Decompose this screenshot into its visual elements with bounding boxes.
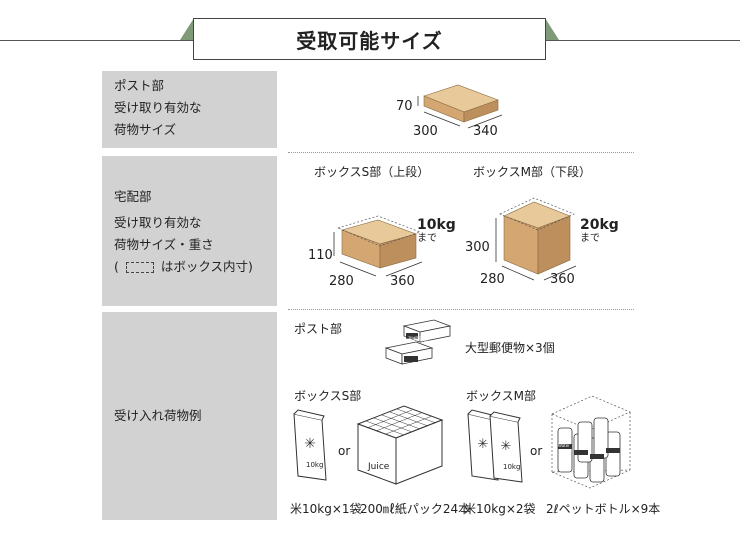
pet-bottles-icon <box>551 395 631 489</box>
dim-depth: 340 <box>473 124 498 139</box>
label-line: 受け取り有効な <box>114 99 202 115</box>
caption: 2ℓペットボトル×9本 <box>546 502 661 516</box>
label-examples: 受け入れ荷物例 <box>102 312 277 520</box>
title-ornament-left <box>180 18 194 40</box>
label-line: ポスト部 <box>114 78 165 93</box>
juice-label: Juice <box>368 462 390 472</box>
note-text: はボックス内寸) <box>160 258 253 274</box>
mail-packages-illustration <box>384 319 452 365</box>
dim-depth: 360 <box>390 274 415 289</box>
dim-depth: 360 <box>550 272 575 287</box>
title-ornament-right <box>545 18 559 40</box>
rice-label: 10kg <box>503 463 521 471</box>
bottle-label: Water <box>558 443 570 448</box>
page-title: 受取可能サイズ <box>193 18 546 60</box>
caption: 200㎖紙パック24本 <box>360 502 471 516</box>
label-line: 宅配部 <box>114 189 152 204</box>
rice-bag-icon: ✳ <box>293 409 327 481</box>
box-m-illustration <box>495 197 577 281</box>
label-takuhai: 宅配部 受け取り有効な 荷物サイズ・重さ ( はボックス内寸) <box>102 156 277 306</box>
or-text: or <box>530 444 543 458</box>
dim-height: 110 <box>308 248 333 263</box>
note-open: ( <box>114 258 119 274</box>
box-s-illustration <box>333 215 423 277</box>
example-post-caption: 大型郵便物×3個 <box>465 341 555 355</box>
label-examples-text: 受け入れ荷物例 <box>114 408 202 424</box>
juice-box-icon <box>356 405 444 485</box>
mail-text: 大型郵便物 <box>403 337 429 343</box>
svg-text:✳: ✳ <box>501 439 512 454</box>
divider <box>288 152 634 153</box>
label-post: ポスト部 受け取り有効な 荷物サイズ <box>102 71 277 148</box>
svg-text:✳: ✳ <box>478 437 489 452</box>
dashed-box-icon <box>125 261 154 273</box>
dim-height: 300 <box>465 240 490 255</box>
dim-width: 300 <box>413 124 438 139</box>
caption: 米10kg×1袋 <box>290 502 362 516</box>
box-s-weight: 10kg まで <box>417 218 456 244</box>
label-note: ( はボックス内寸) <box>114 256 265 278</box>
weight-value: 20kg <box>580 217 619 233</box>
dim-width: 280 <box>480 272 505 287</box>
divider <box>288 309 634 310</box>
label-line: 荷物サイズ・重さ <box>114 236 214 252</box>
example-s-heading: ボックスS部 <box>294 389 362 403</box>
example-m-heading: ボックスM部 <box>466 389 536 403</box>
dim-width: 280 <box>329 274 354 289</box>
or-text: or <box>338 444 351 458</box>
box-m-weight: 20kg まで <box>580 218 619 244</box>
dim-height: 70 <box>396 99 413 114</box>
label-line: 荷物サイズ <box>114 121 177 137</box>
example-post-heading: ポスト部 <box>294 322 343 336</box>
weight-value: 10kg <box>417 217 456 233</box>
box-s-heading: ボックスS部（上段） <box>314 165 430 179</box>
caption: 米10kg×2袋 <box>464 502 536 516</box>
post-box-illustration <box>417 84 503 129</box>
label-line: 受け取り有効な <box>114 214 202 230</box>
weight-suffix: まで <box>580 233 600 244</box>
rice-bags-icon: ✳ ✳ <box>467 409 523 483</box>
rice-label: 10kg <box>306 461 324 469</box>
box-m-heading: ボックスM部（下段） <box>473 165 591 179</box>
svg-text:✳: ✳ <box>304 436 316 452</box>
weight-suffix: まで <box>417 233 437 244</box>
